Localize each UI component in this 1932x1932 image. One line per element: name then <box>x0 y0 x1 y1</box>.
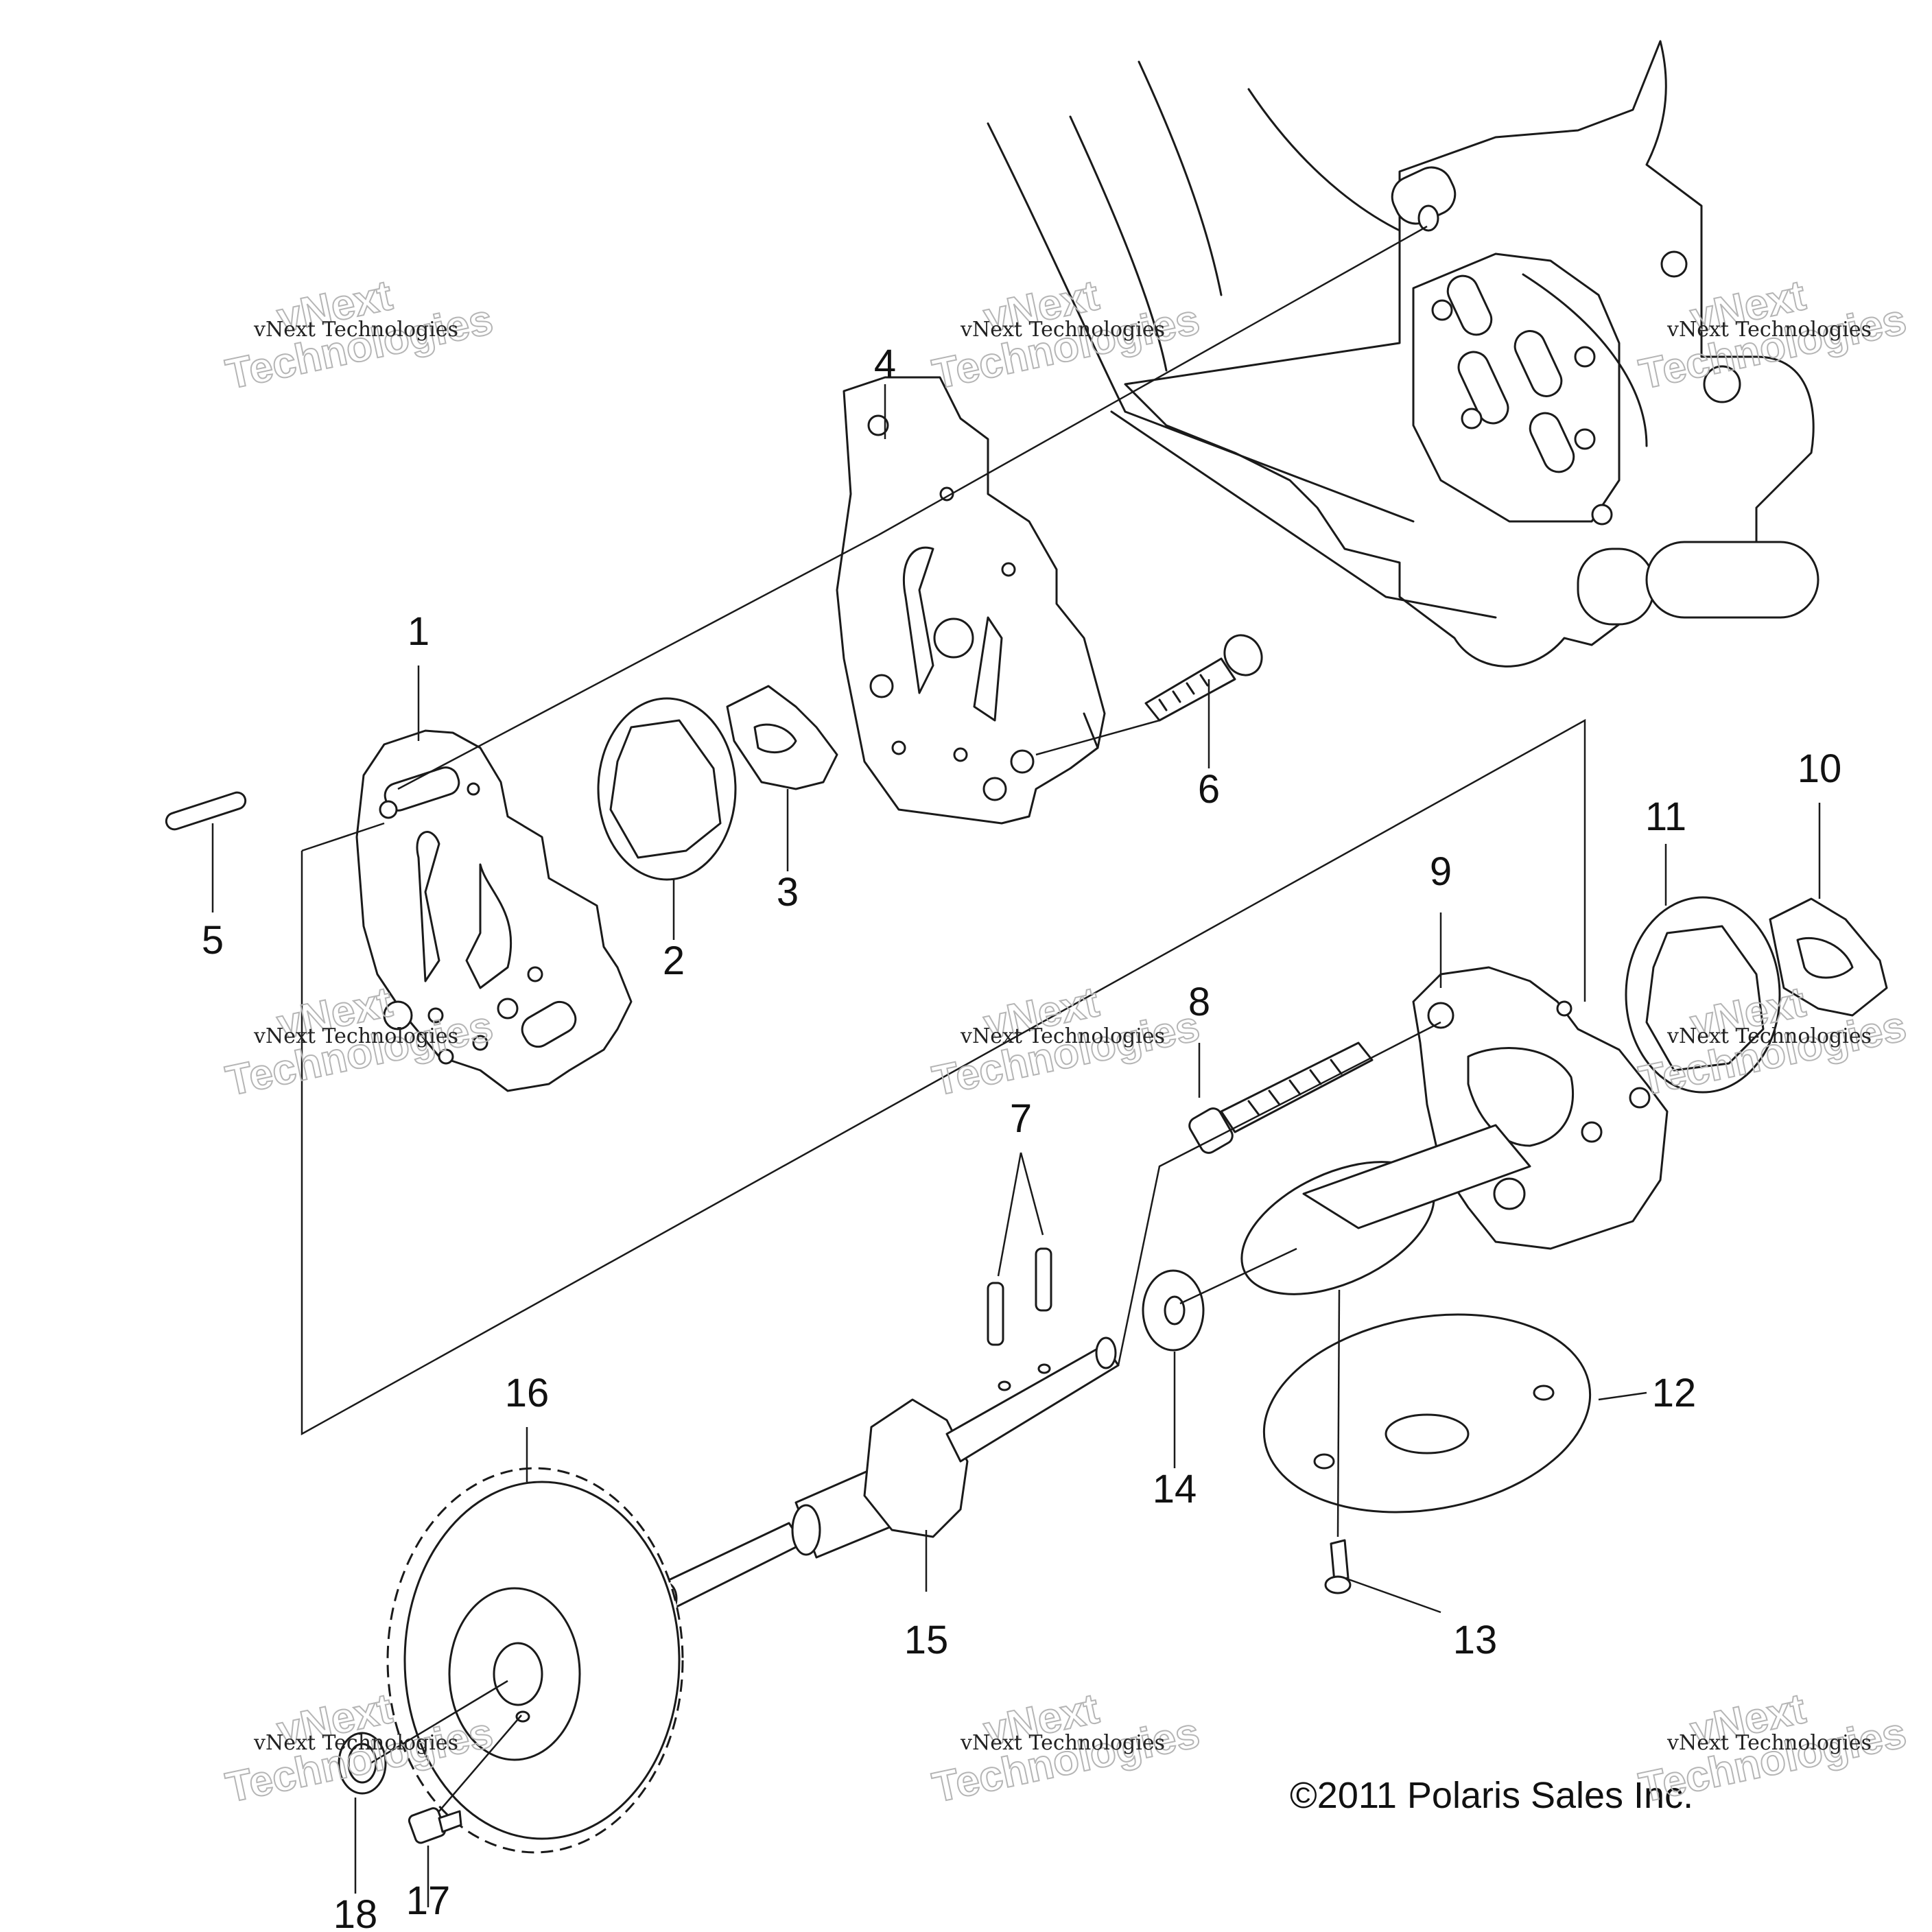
svg-text:vNext Technologies: vNext Technologies <box>253 1024 458 1048</box>
pump-plate <box>836 376 1106 825</box>
callout-15: 15 <box>904 1618 949 1662</box>
watermark: vNext Technologies vNext Technologies <box>221 271 497 399</box>
callout-13: 13 <box>1453 1618 1498 1662</box>
oil-strainer <box>1240 1124 1531 1295</box>
watermark: vNext Technologies vNext Technologies <box>928 1684 1204 1813</box>
svg-text:vNext Technologies: vNext Technologies <box>960 1024 1165 1048</box>
callout-9: 9 <box>1430 849 1452 894</box>
svg-text:vNext Technologies: vNext Technologies <box>253 1731 458 1755</box>
watermark: vNext Technologies vNext Technologies <box>1634 1684 1911 1813</box>
callout-8: 8 <box>1188 980 1210 1024</box>
outer-rotor <box>597 697 737 881</box>
inner-rotor-2 <box>1769 897 1888 1017</box>
callout-14: 14 <box>1153 1467 1197 1511</box>
outer-rotor-2 <box>1625 896 1781 1094</box>
washer <box>1142 1269 1205 1352</box>
callout-12: 12 <box>1652 1371 1697 1415</box>
dowel-pin <box>165 791 247 831</box>
callout-7: 7 <box>1010 1096 1032 1141</box>
svg-text:vNext Technologies: vNext Technologies <box>1666 1731 1872 1755</box>
drive-gear <box>386 1467 684 1854</box>
svg-text:vNext Technologies: vNext Technologies <box>1666 1024 1872 1048</box>
callout-leaders <box>211 384 1821 1907</box>
gasket <box>1262 1313 1592 1513</box>
callout-11: 11 <box>1645 794 1686 839</box>
alignment-lines <box>301 225 1586 1812</box>
pump-body <box>355 729 633 1092</box>
callout-18: 18 <box>333 1892 378 1932</box>
callout-5: 5 <box>202 918 224 963</box>
callout-17: 17 <box>406 1878 451 1923</box>
bolt <box>1188 1041 1374 1154</box>
gear-washer <box>338 1732 387 1795</box>
watermark: vNext Technologies vNext Technologies <box>928 271 1204 399</box>
copyright-text: ©2011 Polaris Sales Inc. <box>1290 1775 1693 1816</box>
callout-16: 16 <box>505 1371 550 1415</box>
strainer-screw <box>1324 1539 1352 1594</box>
callout-2: 2 <box>663 939 685 983</box>
svg-text:vNext Technologies: vNext Technologies <box>253 318 458 342</box>
gear-bolt <box>408 1807 462 1844</box>
callout-1: 1 <box>408 609 429 654</box>
svg-text:vNext Technologies: vNext Technologies <box>960 1731 1165 1755</box>
callout-3: 3 <box>777 870 799 915</box>
watermark: vNext Technologies vNext Technologies <box>928 978 1204 1106</box>
screw <box>1144 634 1263 722</box>
pump-shaft <box>656 1336 1120 1615</box>
inner-rotor <box>726 685 838 790</box>
callout-10: 10 <box>1798 746 1842 791</box>
svg-text:vNext Technologies: vNext Technologies <box>960 318 1165 342</box>
svg-text:vNext Technologies: vNext Technologies <box>1666 318 1872 342</box>
crankcase-housing <box>987 40 1819 668</box>
drive-pins <box>987 1247 1052 1391</box>
callout-6: 6 <box>1198 767 1220 812</box>
callout-4: 4 <box>874 342 896 386</box>
callout-numbers: 1 2 3 4 5 6 7 8 9 10 11 12 13 14 15 16 1… <box>202 342 1841 1932</box>
